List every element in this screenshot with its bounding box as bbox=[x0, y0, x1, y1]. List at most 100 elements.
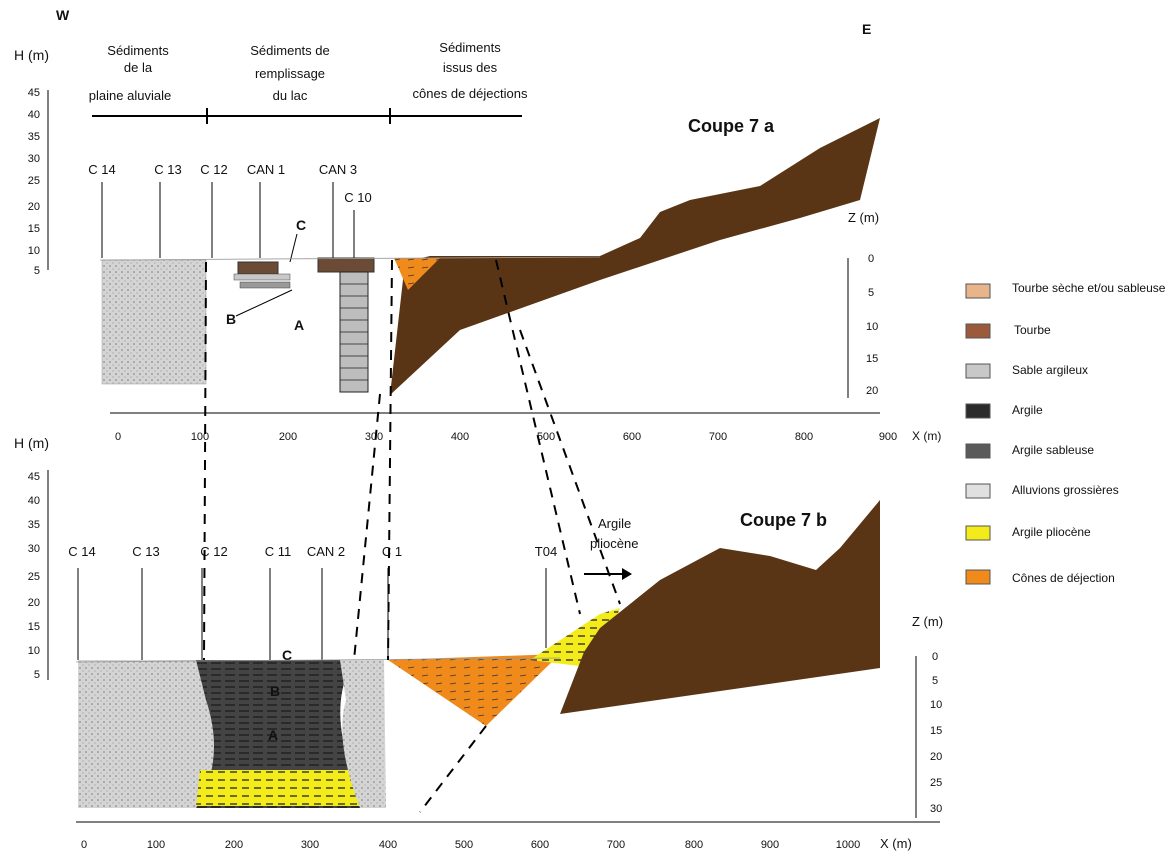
svg-text:400: 400 bbox=[451, 431, 469, 443]
zone-mid-label: Sédiments de remplissage du lac bbox=[250, 43, 330, 103]
svg-text:B: B bbox=[270, 683, 280, 699]
svg-text:100: 100 bbox=[191, 431, 209, 443]
svg-text:10: 10 bbox=[28, 245, 40, 257]
bedrock-b bbox=[560, 500, 880, 714]
svg-text:10: 10 bbox=[866, 321, 878, 333]
svg-text:15: 15 bbox=[28, 223, 40, 235]
svg-text:Z (m): Z (m) bbox=[848, 210, 879, 225]
svg-text:500: 500 bbox=[537, 431, 555, 443]
pliocene-clay-b bbox=[196, 770, 372, 806]
svg-text:35: 35 bbox=[28, 131, 40, 143]
svg-text:300: 300 bbox=[301, 839, 319, 851]
svg-text:10: 10 bbox=[28, 645, 40, 657]
svg-text:5: 5 bbox=[932, 675, 938, 687]
svg-text:900: 900 bbox=[761, 839, 779, 851]
correlation-lines bbox=[203, 259, 621, 813]
svg-text:X (m): X (m) bbox=[880, 836, 912, 851]
section-b-boreholes: C 14 C 13 C 12 C 11 CAN 2 C 1 T04 bbox=[68, 544, 557, 559]
svg-text:de la: de la bbox=[124, 60, 153, 75]
svg-text:Argile sableuse: Argile sableuse bbox=[1012, 443, 1094, 457]
svg-text:1000: 1000 bbox=[836, 839, 860, 851]
svg-text:A: A bbox=[268, 727, 278, 743]
svg-text:C 11: C 11 bbox=[265, 544, 292, 559]
svg-text:B: B bbox=[226, 311, 236, 327]
svg-text:pliocène: pliocène bbox=[590, 536, 638, 551]
west-label: W bbox=[56, 7, 70, 23]
svg-text:CAN 3: CAN 3 bbox=[319, 162, 357, 177]
legend-item: Argile bbox=[965, 403, 1043, 419]
svg-text:C 13: C 13 bbox=[154, 162, 181, 177]
svg-text:20: 20 bbox=[930, 751, 942, 763]
svg-text:Alluvions grossières: Alluvions grossières bbox=[1012, 483, 1119, 497]
section-a-title: Coupe 7 a bbox=[688, 116, 775, 136]
svg-text:A: A bbox=[294, 317, 304, 333]
svg-text:25: 25 bbox=[930, 777, 942, 789]
svg-text:5: 5 bbox=[868, 287, 874, 299]
legend-item: Argile sableuse bbox=[965, 443, 1094, 459]
zone-left-label: Sédiments de la plaine aluviale bbox=[89, 43, 171, 103]
svg-text:Sable argileux: Sable argileux bbox=[1012, 363, 1088, 377]
svg-text:Tourbe: Tourbe bbox=[1014, 323, 1051, 337]
svg-text:C: C bbox=[296, 217, 306, 233]
svg-text:200: 200 bbox=[279, 431, 297, 443]
svg-text:600: 600 bbox=[531, 839, 549, 851]
svg-text:40: 40 bbox=[28, 109, 40, 121]
svg-text:Z (m): Z (m) bbox=[912, 614, 943, 629]
svg-text:C: C bbox=[282, 647, 292, 663]
svg-text:800: 800 bbox=[795, 431, 813, 443]
legend-item: Alluvions grossières bbox=[965, 483, 1119, 499]
zone-right-label: Sédiments issus des cônes de déjections bbox=[413, 40, 528, 101]
svg-text:Sédiments: Sédiments bbox=[107, 43, 169, 58]
svg-text:C 14: C 14 bbox=[88, 162, 115, 177]
svg-text:35: 35 bbox=[28, 519, 40, 531]
svg-text:45: 45 bbox=[28, 471, 40, 483]
svg-text:25: 25 bbox=[28, 571, 40, 583]
legend-item: Tourbe bbox=[965, 323, 1051, 339]
svg-text:Sédiments de: Sédiments de bbox=[250, 43, 330, 58]
svg-text:700: 700 bbox=[607, 839, 625, 851]
svg-text:0: 0 bbox=[868, 253, 874, 265]
svg-text:15: 15 bbox=[930, 725, 942, 737]
svg-text:H (m): H (m) bbox=[14, 435, 49, 451]
svg-text:plaine aluviale: plaine aluviale bbox=[89, 88, 171, 103]
svg-text:C 1: C 1 bbox=[382, 544, 402, 559]
svg-text:5: 5 bbox=[34, 669, 40, 681]
svg-text:700: 700 bbox=[709, 431, 727, 443]
svg-text:100: 100 bbox=[147, 839, 165, 851]
svg-text:0: 0 bbox=[932, 651, 938, 663]
svg-text:30: 30 bbox=[28, 153, 40, 165]
svg-text:0: 0 bbox=[81, 839, 87, 851]
legend-item: Cônes de déjection bbox=[965, 569, 1115, 585]
legend-item: Tourbe sèche et/ou sableuse bbox=[965, 281, 1166, 299]
legend-item: Argile pliocène bbox=[965, 525, 1091, 541]
svg-text:Argile pliocène: Argile pliocène bbox=[1012, 525, 1091, 539]
svg-text:500: 500 bbox=[455, 839, 473, 851]
svg-text:cônes de déjections: cônes de déjections bbox=[413, 86, 528, 101]
svg-text:5: 5 bbox=[34, 265, 40, 277]
section-b-x-ticks: 0 100 200 300 400 500 600 700 800 900 10… bbox=[81, 839, 860, 851]
section-a: Coupe 7 a 45 40 35 30 25 20 15 10 5 C 14… bbox=[28, 87, 942, 443]
svg-text:200: 200 bbox=[225, 839, 243, 851]
svg-text:Tourbe sèche et/ou sableuse: Tourbe sèche et/ou sableuse bbox=[1012, 281, 1166, 295]
svg-text:15: 15 bbox=[866, 353, 878, 365]
svg-text:Cônes de déjection: Cônes de déjection bbox=[1012, 571, 1115, 585]
svg-text:25: 25 bbox=[28, 175, 40, 187]
svg-text:20: 20 bbox=[28, 201, 40, 213]
svg-text:0: 0 bbox=[115, 431, 121, 443]
east-label: E bbox=[862, 21, 871, 37]
svg-text:10: 10 bbox=[930, 699, 942, 711]
cone-a bbox=[394, 258, 440, 290]
svg-text:900: 900 bbox=[879, 431, 897, 443]
svg-text:X (m): X (m) bbox=[912, 429, 941, 443]
section-a-x-ticks: 0 100 200 300 400 500 600 700 800 900 bbox=[115, 431, 897, 443]
svg-text:issus des: issus des bbox=[443, 60, 498, 75]
legend: Tourbe sèche et/ou sableuse Tourbe Sable… bbox=[965, 281, 1166, 585]
svg-text:400: 400 bbox=[379, 839, 397, 851]
section-b: Coupe 7 b H (m) 45 40 35 30 25 20 15 10 … bbox=[14, 435, 943, 851]
svg-text:15: 15 bbox=[28, 621, 40, 633]
legend-item: Sable argileux bbox=[965, 363, 1088, 379]
svg-text:20: 20 bbox=[866, 385, 878, 397]
svg-text:C 13: C 13 bbox=[132, 544, 159, 559]
svg-text:800: 800 bbox=[685, 839, 703, 851]
svg-text:du lac: du lac bbox=[273, 88, 308, 103]
